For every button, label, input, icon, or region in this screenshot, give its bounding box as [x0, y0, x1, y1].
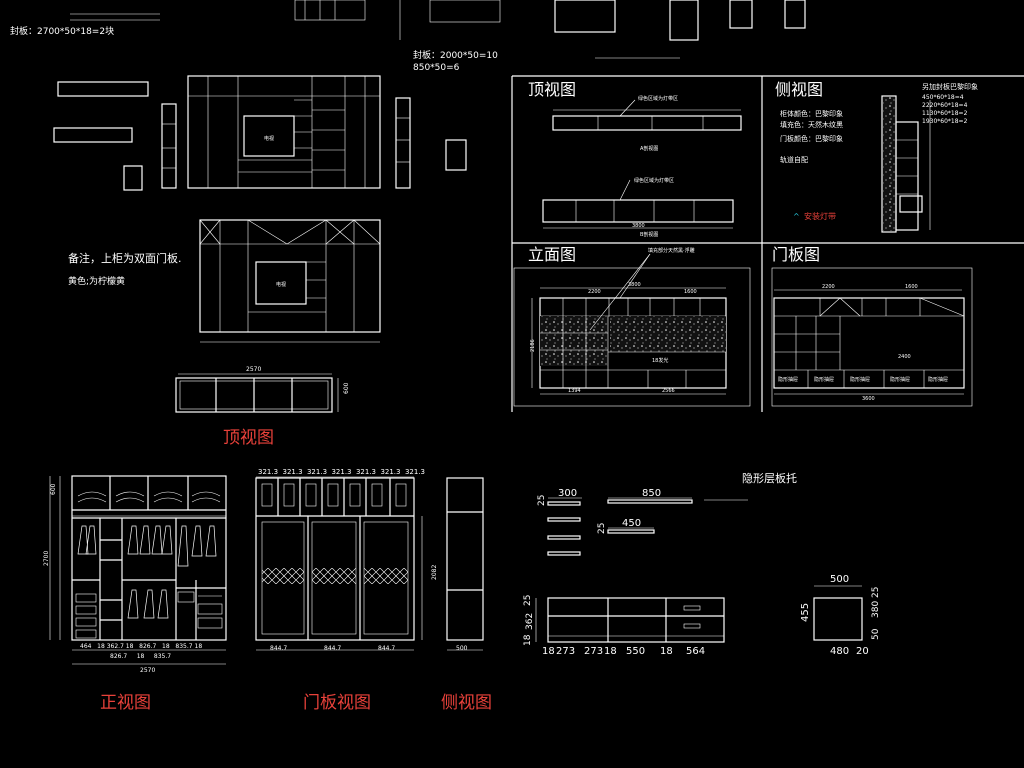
shelf-dim-300: 300: [558, 488, 577, 499]
tv-wall-elevation-1: 电视: [187, 75, 381, 189]
install-note: 安装灯带: [804, 211, 836, 221]
top-strip-drawings: 封板：2700*50*18=2块 封板：2000*50=10 850*50=6: [10, 0, 806, 73]
elev-dim-1394: 1394: [568, 388, 581, 394]
svg-text:电视: 电视: [276, 281, 286, 288]
label-door-view: 门板视图: [303, 693, 371, 713]
plank-note-top: 封板：2700*50*18=2块: [10, 25, 114, 37]
drawer-height-25: 25: [523, 595, 533, 606]
elev-dim-2566: 2566: [662, 388, 675, 394]
drawer-unit: 25 362 18 18 273 273 18 550 18 564: [523, 595, 725, 657]
svg-text:电视: 电视: [264, 135, 274, 142]
svg-text:B剖视图: B剖视图: [640, 231, 658, 238]
extra-line-3: 1930*60*18=2: [922, 118, 968, 125]
box-dim-50: 50: [871, 628, 881, 640]
panel-top-view-title: 顶视图: [528, 80, 576, 99]
top-view-depth: 600: [343, 382, 350, 394]
side-depth-dim: 500: [456, 645, 468, 652]
side-info-0: 柜体颜色：巴黎印象: [780, 109, 843, 118]
elev-dim-2186: 2186: [530, 339, 536, 352]
right-panel: 顶视图 侧视图 立面图 门板图 A剖视图 绿色区域为灯带区 3800 B剖视图 …: [511, 75, 1024, 412]
door-bottom-dim-1: 844.7: [270, 645, 287, 652]
extra-title: 另加封板巴黎印象: [922, 82, 978, 91]
shelf-dim-25a: 25: [537, 495, 547, 506]
drawer-dim-3: 18: [604, 646, 617, 657]
drawer-dim-6: 564: [686, 646, 705, 657]
svg-text:绿色区域为灯带区: 绿色区域为灯带区: [638, 95, 678, 102]
door-hidden-drawer-2: 隐形抽屉: [814, 376, 834, 383]
top-view-left: 2570 600 顶视图: [175, 366, 350, 448]
shelf-dim-25b: 25: [597, 523, 607, 534]
front-view: 2700 600 464 18 362.7 18 826.7 18 835.7 …: [43, 475, 227, 713]
door-view: 321.3 321.3 321.3 321.3 321.3 321.3 321.…: [255, 468, 438, 713]
panel-elevation-title: 立面图: [528, 245, 576, 264]
drawer-height-18: 18: [523, 634, 533, 646]
box-dim-480: 480: [830, 646, 849, 657]
side-view: 500 侧视图: [441, 477, 492, 713]
elev-dim-2200: 2200: [588, 289, 601, 295]
svg-text:826.7 18 835.7: 826.7 18 835.7: [110, 653, 171, 660]
svg-text:600: 600: [50, 483, 57, 495]
elev-dim-3800: 3800: [628, 282, 641, 288]
plank-note-mid-1: 封板：2000*50=10: [413, 49, 498, 61]
elev-dim-1600: 1600: [684, 289, 697, 295]
shelf-dim-850: 850: [642, 488, 661, 499]
label-front-view: 正视图: [100, 693, 151, 713]
left-plank-pieces: [53, 81, 467, 191]
front-height-dim: 2700: [43, 551, 50, 566]
drawer-dim-1: 273: [556, 646, 575, 657]
shelf-dim-450: 450: [622, 518, 641, 529]
box-dim-25: 25: [871, 587, 881, 598]
door-hidden-drawer-3: 隐形抽屉: [850, 376, 870, 383]
label-top-view: 顶视图: [223, 428, 274, 448]
side-info-3: 轨道自配: [780, 155, 808, 164]
door-dim-2400: 2400: [898, 354, 911, 360]
extra-line-2: 1130*60*18=2: [922, 110, 968, 117]
yellow-note: 黄色;为柠檬黄: [68, 275, 125, 287]
door-hidden-drawer-4: 隐形抽屉: [890, 376, 910, 383]
door-dim-1600: 1600: [905, 284, 918, 290]
door-bottom-dim-2: 844.7: [324, 645, 341, 652]
drawer-dim-2: 273: [584, 646, 603, 657]
side-info-2: 门板颜色：巴黎印象: [780, 134, 843, 143]
drawer-dim-5: 18: [660, 646, 673, 657]
door-hidden-drawer-1: 隐形抽屉: [778, 376, 798, 383]
door-hidden-drawer-5: 隐形抽屉: [928, 376, 948, 383]
side-info-1: 填充色：天然木纹黑: [780, 120, 843, 129]
svg-text:18发光: 18发光: [652, 357, 668, 364]
drawer-dim-4: 550: [626, 646, 645, 657]
extra-line-1: 2220*60*18=4: [922, 102, 968, 109]
box-section: 500 455 25 380 50 480 20: [800, 574, 881, 657]
drawer-dim-0: 18: [542, 646, 555, 657]
box-dim-380: 380: [871, 601, 881, 618]
top-view-width: 2570: [246, 366, 261, 373]
panel-door-title: 门板图: [772, 245, 820, 264]
door-bottom-dim-3: 844.7: [378, 645, 395, 652]
box-dim-455: 455: [800, 603, 811, 622]
panel-side-view-title: 侧视图: [775, 80, 823, 99]
svg-text:464 18 362.7 18 826.7 18: 464 18 362.7 18 826.7 18 835.7 18: [80, 643, 202, 650]
hidden-shelf-section: 隐形层板托 300 25 850 450 25: [537, 471, 797, 556]
panel-top-dim: 3800: [632, 223, 645, 229]
remark-note: 备注，上柜为双面门板.: [68, 251, 182, 265]
svg-text:A剖视图: A剖视图: [640, 145, 658, 152]
door-dim-2200: 2200: [822, 284, 835, 290]
door-height-dim: 2082: [431, 565, 438, 580]
front-width-dim: 2570: [140, 667, 155, 674]
tv-wall-elevation-2: 电视: [199, 219, 381, 343]
install-arrow-icon: ^: [793, 212, 800, 221]
box-dim-500: 500: [830, 574, 849, 585]
svg-text:绿色区域为灯带区: 绿色区域为灯带区: [634, 177, 674, 184]
svg-text:填充部分天然黑·浮雕: 填充部分天然黑·浮雕: [648, 247, 695, 254]
label-side-view: 侧视图: [441, 693, 492, 713]
drawer-height-362: 362: [525, 613, 535, 630]
door-dim-3600: 3600: [862, 396, 875, 402]
box-dim-20: 20: [856, 646, 869, 657]
hidden-shelf-label: 隐形层板托: [742, 471, 797, 485]
plank-note-mid-2: 850*50=6: [413, 63, 460, 73]
door-unit-dims: 321.3 321.3 321.3 321.3 321.3 321.3 321.…: [258, 468, 425, 476]
extra-line-0: 450*60*18=4: [922, 94, 964, 101]
